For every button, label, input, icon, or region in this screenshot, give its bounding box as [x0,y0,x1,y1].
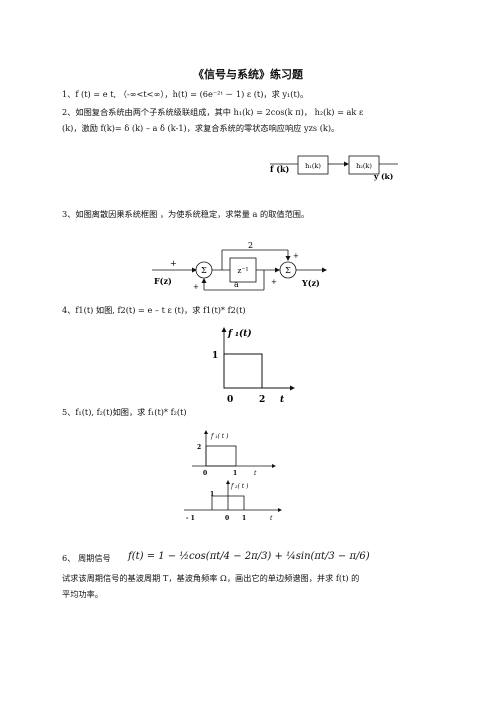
plus-sign-top: + [293,252,299,260]
gain-top-label: 2 [248,241,253,250]
cascade-system-diagram: f (k) h₁(k) h₂(k) y (k) [270,155,398,181]
x-tick-1: 1 [242,515,246,522]
diagram-output-label: y (k) [373,172,393,181]
summer-2-symbol: Σ [285,266,291,275]
question-6-line-2: 试求该周期信号的基波周期 T，基波角频率 Ω，画出它的单边频谱图，并求 f(t)… [62,573,360,583]
y-tick-label: 2 [197,444,201,451]
h1-block [297,155,329,175]
question-1: 1、f (t) = e t, （-∞<t<∞），h(t) = (6e⁻²ᵗ － … [62,89,309,99]
x-tick-0: 0 [225,515,229,522]
page-title: 《信号与系统》练习题 [193,68,303,81]
plus-sign-input: + [170,259,177,268]
output-label: Y(z) [301,278,320,288]
h1-label: h₁(k) [305,162,321,170]
summer-1-symbol: Σ [201,266,207,275]
question-2-line-2: (k)，激励 f(k)= δ (k) – a δ (k-1)，求复合系统的零状态… [62,123,340,133]
question-2-line-1: 2、如图复合系统由两个子系统级联组成，其中 h₁(k) = 2cos(k π)，… [62,107,364,117]
discrete-system-diagram: 2 + F(z) Σ z⁻¹ Σ + + Y(z) a + [152,241,327,291]
x-axis-label: t [270,515,273,522]
question-4: 4、f1(t) 如图, f2(t) = e – t ε (t)，求 f1(t)*… [62,305,246,315]
q5-f1-plot: f ₁( t ) 2 0 1 t [192,430,276,477]
pulse-signal [205,445,237,467]
q4-f1-plot: f ₁(t) 1 0 2 t [212,327,295,405]
plus-sign-bottom: + [271,278,277,286]
question-6-line-3: 平均功率。 [62,589,103,599]
question-5: 5、f₁(t), f₂(t)如图，求 f₁(t)* f₂(t) [62,407,187,417]
y-axis-label: f ₂( t ) [230,483,249,490]
pulse-signal [223,353,263,389]
x-tick-0: 0 [227,395,233,405]
gain-bottom-label: a [234,280,239,289]
x-tick-1: 1 [233,470,237,477]
question-3: 3、如图离散因果系统框图 ，为使系统稳定，求常量 a 的取值范围。 [62,209,310,219]
diagram-input-label: f (k) [270,164,290,174]
h2-block [348,155,380,175]
x-tick-minus-1: - 1 [186,515,195,522]
x-tick-0: 0 [203,470,207,477]
q6-formula: f(t) = 1 − ½cos(πt/4 − 2π/3) + ¼sin(πt/3… [128,551,370,562]
q5-f2-plot: f ₂( t ) 1 - 1 0 1 t [184,480,282,522]
y-axis-label: f ₁(t) [227,328,252,339]
plus-sign-feedback: + [193,283,199,291]
delay-label: z⁻¹ [238,266,249,275]
y-tick-label: 1 [210,491,214,498]
h2-label: h₂(k) [356,162,372,170]
y-axis-label: f ₁( t ) [210,433,229,440]
x-axis-label: t [280,395,285,405]
x-axis-label: t [254,470,257,477]
pulse-signal [211,495,245,510]
y-tick-label: 1 [212,351,218,361]
input-label: F(z) [154,276,172,286]
question-6-prefix: 6、 周期信号 [62,553,111,563]
x-tick-2: 2 [259,395,265,405]
